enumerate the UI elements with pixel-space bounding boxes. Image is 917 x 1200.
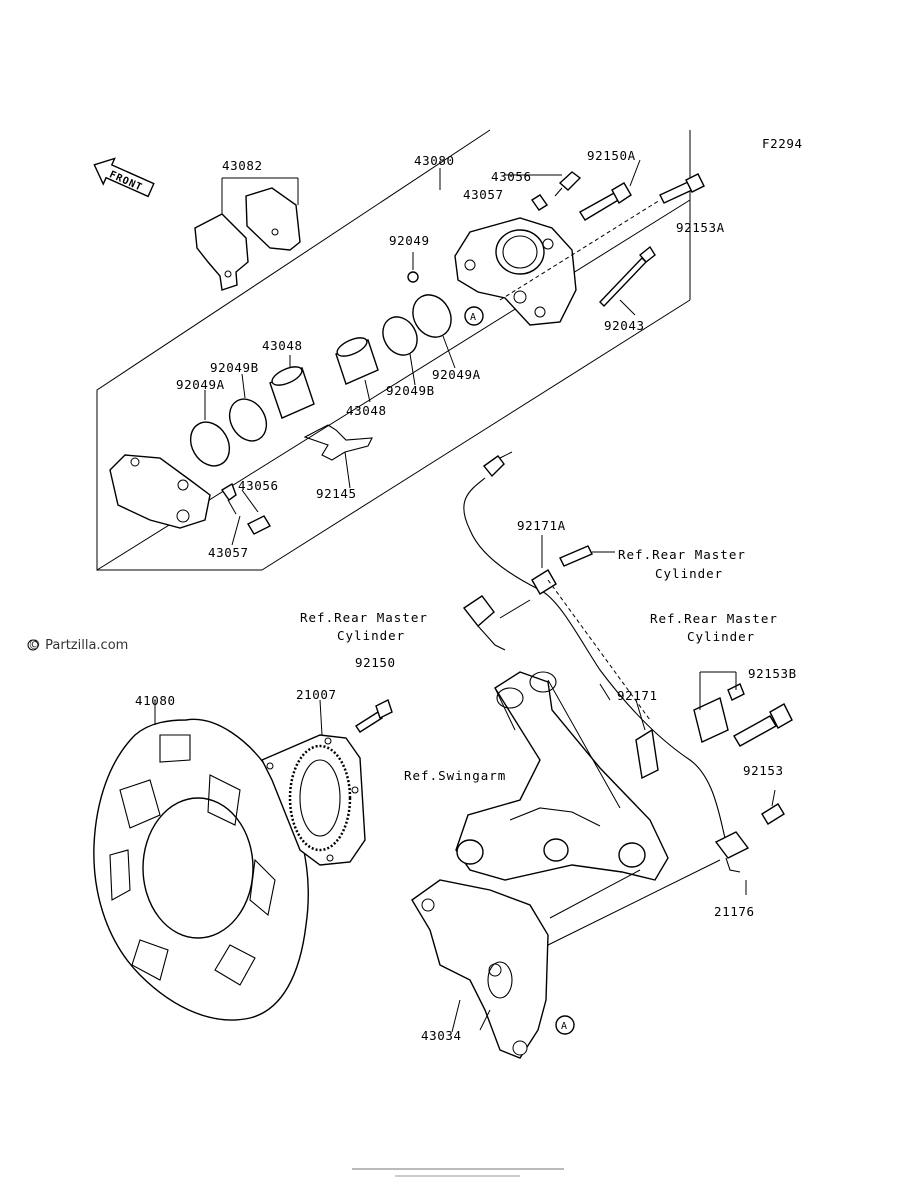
svg-text:A: A	[470, 312, 477, 323]
label-43034: 43034	[421, 1028, 462, 1043]
label-92049: 92049	[389, 233, 430, 248]
label-92145: 92145	[316, 486, 357, 501]
watermark: © Partzilla.com	[27, 638, 128, 653]
pin-92043	[599, 245, 656, 316]
ref-master-3-line1: Ref.Rear Master	[650, 611, 778, 626]
oring-92049	[407, 252, 419, 283]
watermark-text: © Partzilla.com	[28, 638, 128, 653]
ref-master-1-line2: Cylinder	[655, 566, 723, 581]
part-labels: 43082 43080 43056 43057 92150A 92153A 92…	[135, 148, 797, 1043]
brake-pads	[194, 177, 301, 291]
bracket-92171	[635, 699, 659, 780]
front-label: FRONT	[107, 169, 144, 193]
bleeder-valve-top	[505, 171, 582, 211]
label-92153b: 92153B	[748, 666, 797, 681]
label-92171: 92171	[617, 688, 658, 703]
label-41080: 41080	[135, 693, 176, 708]
label-92153: 92153	[743, 763, 784, 778]
label-21007: 21007	[296, 687, 337, 702]
ref-master-3-line2: Cylinder	[687, 629, 755, 644]
label-92150: 92150	[355, 655, 396, 670]
label-92043: 92043	[604, 318, 645, 333]
label-43056-bottom: 43056	[238, 478, 279, 493]
label-92049b-left: 92049B	[210, 360, 259, 375]
label-92049b-right: 92049B	[386, 383, 435, 398]
bolt-92150	[355, 699, 393, 733]
bolt-92153a	[499, 173, 705, 301]
spring-92145	[303, 424, 373, 489]
callout-a-lower: A	[555, 1015, 575, 1035]
caliper-group-outline	[96, 129, 691, 571]
label-43056-top: 43056	[491, 169, 532, 184]
svg-text:A: A	[561, 1021, 568, 1032]
leader-lines	[154, 168, 611, 1033]
disc-vents	[109, 734, 276, 986]
caliper-body-lower	[109, 454, 271, 546]
abs-sensor-21176	[714, 831, 750, 895]
label-43057-top: 43057	[463, 187, 504, 202]
caliper-bracket-43034	[411, 859, 721, 1059]
label-92171a: 92171A	[517, 518, 566, 533]
figure-code: F2294	[762, 136, 803, 151]
label-43082: 43082	[222, 158, 263, 173]
reference-labels: Ref.Rear Master Cylinder Ref.Rear Master…	[300, 547, 778, 783]
label-43048-right: 43048	[346, 403, 387, 418]
abs-rotor-21007	[261, 699, 366, 866]
label-43057-bottom: 43057	[208, 545, 249, 560]
bolt-92150a	[579, 159, 641, 221]
abs-sensor-wire	[462, 451, 727, 843]
front-arrow-icon: FRONT	[93, 157, 155, 198]
callout-a-upper: A	[464, 306, 484, 326]
ref-master-2-line2: Cylinder	[337, 628, 405, 643]
label-92153a: 92153A	[676, 220, 725, 235]
ref-master-1-line1: Ref.Rear Master	[618, 547, 746, 562]
ref-swingarm: Ref.Swingarm	[404, 768, 506, 783]
swingarm	[455, 671, 669, 881]
label-92049a-right: 92049A	[432, 367, 481, 382]
bolt-92171a	[541, 535, 615, 568]
brake-disc-41080	[93, 718, 309, 1021]
bolt-92153	[761, 789, 785, 825]
label-43080: 43080	[414, 153, 455, 168]
seals-right	[335, 294, 456, 403]
caliper-body-upper	[454, 217, 577, 326]
footer-fine-print	[352, 1168, 564, 1177]
ref-master-2-line1: Ref.Rear Master	[300, 610, 428, 625]
clip-92153b	[693, 671, 745, 743]
seals-left	[189, 355, 315, 467]
label-43048-left: 43048	[262, 338, 303, 353]
bolt-92153b	[733, 703, 793, 747]
label-92150a: 92150A	[587, 148, 636, 163]
label-21176: 21176	[714, 904, 755, 919]
label-92049a-left: 92049A	[176, 377, 225, 392]
